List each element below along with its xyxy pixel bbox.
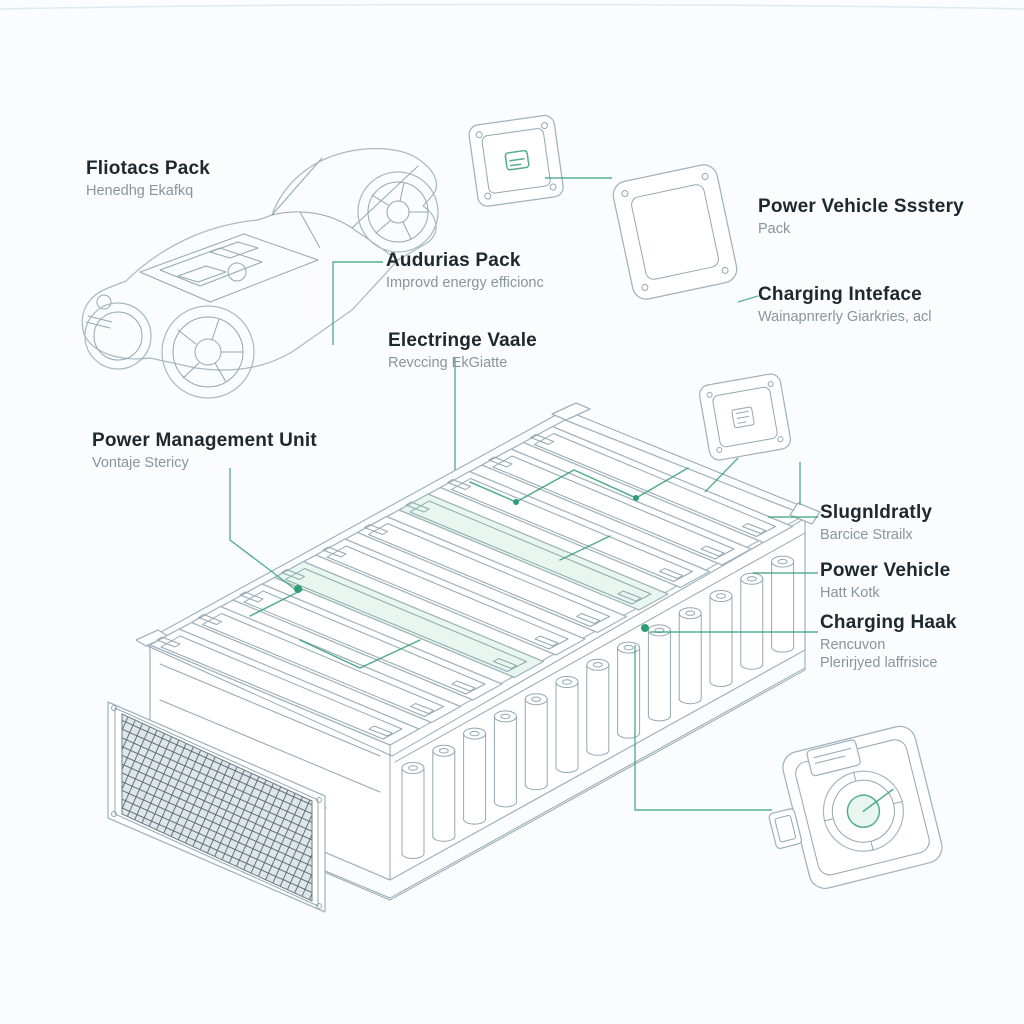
callout-subtitle: Hatt Kotk bbox=[820, 584, 880, 601]
callout-slugnldratly: Slugnldratly Barcice Strailx bbox=[820, 502, 932, 544]
module-green-highlight bbox=[274, 561, 544, 678]
callout-subtitle: Henedhg Ekafkq bbox=[86, 182, 194, 199]
battery-pack bbox=[107, 402, 821, 913]
component-connector-box bbox=[468, 114, 564, 207]
callout-title: Slugnldratly bbox=[820, 502, 933, 523]
callout-subtitle: Improvd energy efficionc bbox=[386, 274, 544, 291]
callout-title: Fliotacs Pack bbox=[86, 158, 211, 179]
callout-title: Charging Haak bbox=[820, 612, 957, 633]
component-display-module bbox=[612, 164, 738, 300]
callout-charging-haak: Charging Haak Rencuvon Plerirjyed laffri… bbox=[820, 612, 957, 673]
callout-subtitle: Vontaje Stericy bbox=[92, 454, 189, 471]
leader-lines bbox=[229, 177, 818, 811]
callout-title: Charging Inteface bbox=[758, 284, 922, 305]
car-sketch bbox=[81, 147, 439, 399]
headlight-icon bbox=[96, 294, 112, 310]
callout-title: Audurias Pack bbox=[386, 250, 521, 271]
callout-power-vehicle-sstery: Power Vehicle Ssstery Pack bbox=[758, 196, 964, 238]
component-gauge-box bbox=[768, 725, 943, 889]
callout-audurias-pack: Audurias Pack Improvd energy efficionc bbox=[386, 250, 544, 292]
callout-subtitle: Barcice Strailx bbox=[820, 526, 913, 543]
callout-title: Power Vehicle Ssstery bbox=[758, 196, 964, 217]
callout-fliotacs-pack: Fliotacs Pack Henedhg Ekafkq bbox=[86, 158, 210, 200]
callout-electringe-vaale: Electringe Vaale Revccing EkGiatte bbox=[388, 330, 537, 372]
callout-subtitle: Pack bbox=[758, 220, 791, 237]
wiring-harness bbox=[249, 467, 689, 669]
car-wheels bbox=[84, 171, 439, 399]
mesh-end-panel bbox=[107, 701, 326, 913]
background-sketch-line bbox=[0, 3, 1024, 10]
callout-subtitle-2: Plerirjyed laffrisice bbox=[820, 655, 938, 672]
callout-power-management-unit: Power Management Unit Vontaje Stericy bbox=[92, 430, 317, 472]
callout-subtitle: Wainapnrerly Giarkries, acl bbox=[758, 308, 932, 325]
callout-anchor-dot bbox=[294, 585, 302, 593]
callout-title: Power Vehicle bbox=[820, 560, 951, 581]
callout-title: Power Management Unit bbox=[92, 430, 317, 451]
callout-power-vehicle: Power Vehicle Hatt Kotk bbox=[820, 560, 950, 602]
callout-subtitle: Revccing EkGiatte bbox=[388, 354, 508, 371]
component-control-module bbox=[698, 373, 792, 461]
callout-anchor-dot bbox=[641, 624, 649, 632]
module-green-highlight bbox=[399, 494, 668, 610]
callout-title: Electringe Vaale bbox=[388, 330, 537, 351]
callout-subtitle: Rencuvon bbox=[820, 636, 886, 653]
callout-charging-inteface: Charging Inteface Wainapnrerly Giarkries… bbox=[758, 284, 932, 326]
